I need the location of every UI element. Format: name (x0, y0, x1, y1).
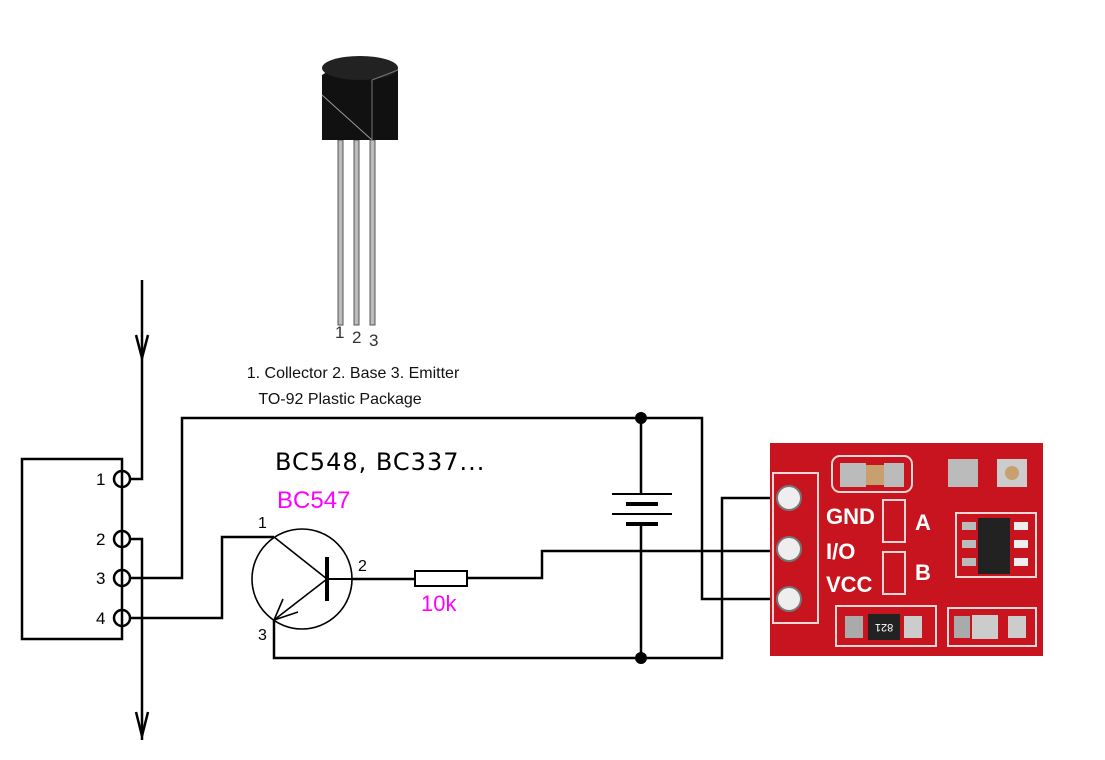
touch-sensor-module (770, 443, 1043, 656)
package-label: TO-92 Plastic Package (258, 391, 421, 408)
battery-symbol (612, 493, 672, 526)
collector-pin-label: 1 (258, 515, 267, 532)
jumper-label-b: B (915, 560, 931, 585)
connector-pin-label: 2 (96, 530, 105, 549)
junction-dot (635, 652, 647, 664)
chip-marking: 821 (875, 621, 893, 633)
jumper-label-a: A (915, 510, 931, 535)
transistor-alternatives-label: BC548, BC337... (275, 448, 485, 476)
connector-box (20, 457, 124, 641)
pinout-label: 1. Collector 2. Base 3. Emitter (247, 365, 460, 382)
resistor-value-label: 10k (421, 591, 457, 616)
module-pin-label-gnd: GND (826, 504, 875, 529)
pin-number-label: 3 (369, 331, 378, 350)
connector-pin-label: 3 (96, 569, 105, 588)
emitter-pin-label: 3 (258, 627, 267, 644)
pin-number-label: 2 (352, 328, 361, 347)
connector-pin-label: 4 (96, 609, 105, 628)
module-pin-label-io: I/O (826, 539, 855, 564)
npn-transistor-symbol (251, 528, 353, 630)
wires (130, 280, 780, 740)
junction-dot (635, 412, 647, 424)
pin-number-label: 1 (335, 323, 344, 342)
to92-transistor-image (321, 56, 399, 326)
base-pin-label: 2 (358, 558, 367, 575)
module-pin-label-vcc: VCC (826, 572, 873, 597)
transistor-part-label: BC547 (277, 487, 350, 514)
resistor-symbol (414, 570, 468, 587)
connector-pin-label: 1 (96, 470, 105, 489)
